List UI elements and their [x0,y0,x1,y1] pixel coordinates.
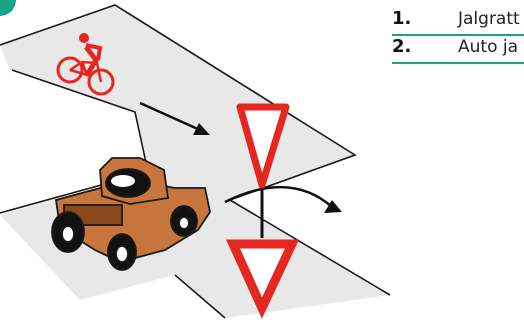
answer-2-number: 2. [392,36,458,56]
answer-2: 2. Auto ja [392,36,524,56]
answer-divider [392,62,524,64]
answer-1-text: Jalgratt [458,9,520,28]
corner-accent-icon [0,0,16,16]
answer-1: 1. Jalgratt [392,8,524,28]
answer-2-text: Auto ja [458,37,518,56]
answer-1-number: 1. [392,8,458,28]
road-surface [0,5,390,318]
